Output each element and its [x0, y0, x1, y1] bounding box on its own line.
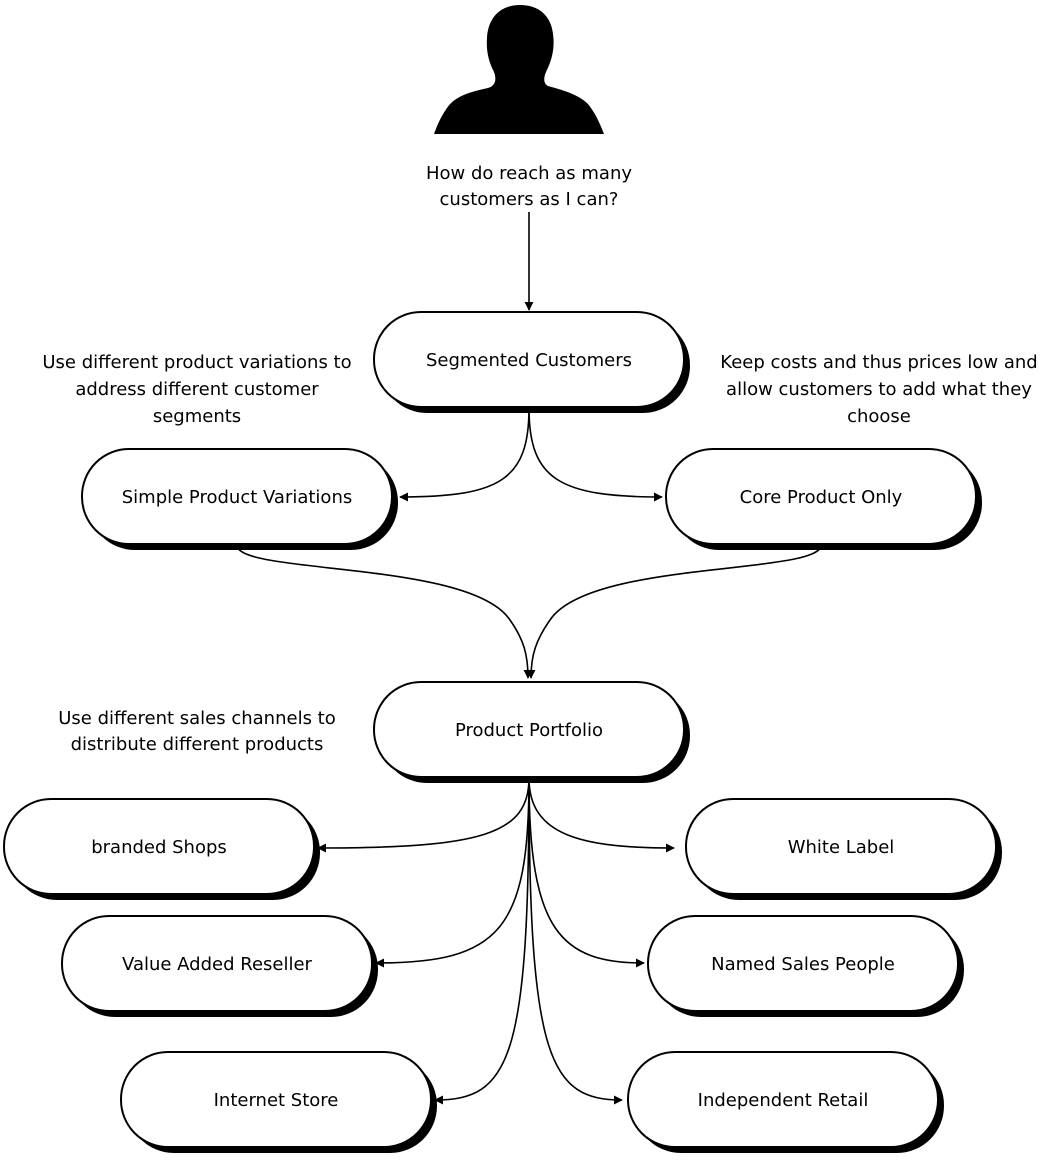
node-core-product-only-label: Core Product Only [740, 487, 903, 508]
connector-portfolio-to-value-added-reseller [375, 777, 530, 968]
node-branded-shops-label: branded Shops [91, 837, 227, 858]
connector-portfolio-to-internet-store [434, 777, 530, 1105]
node-value-added-reseller: Value Added Reseller [61, 915, 378, 1017]
node-named-sales-people: Named Sales People [647, 915, 964, 1017]
node-internet-store-label: Internet Store [214, 1090, 339, 1111]
node-internet-store: Internet Store [120, 1051, 437, 1153]
node-named-sales-people-label: Named Sales People [711, 954, 895, 975]
costs-note-line-1: Keep costs and thus prices low and [720, 352, 1037, 373]
connector-core-to-portfolio [526, 544, 822, 679]
node-segmented-customers-label: Segmented Customers [426, 350, 632, 371]
connector-simple-to-portfolio [236, 544, 533, 679]
node-simple-product-variations: Simple Product Variations [81, 448, 398, 550]
node-branded-shops: branded Shops [3, 798, 320, 900]
question-line-2: customers as I can? [440, 189, 619, 210]
costs-note-line-3: choose [847, 406, 911, 427]
node-simple-product-variations-label: Simple Product Variations [122, 487, 352, 508]
channels-note-line-2: distribute different products [71, 734, 324, 755]
connector-segmented-to-simple [399, 407, 530, 502]
node-segmented-customers: Segmented Customers [373, 311, 690, 413]
person-silhouette-icon [434, 5, 604, 134]
node-value-added-reseller-label: Value Added Reseller [122, 954, 313, 975]
variations-note-line-3: segments [153, 406, 241, 427]
node-independent-retail-label: Independent Retail [698, 1090, 869, 1111]
node-core-product-only: Core Product Only [665, 448, 982, 550]
connector-portfolio-to-named-sales-people [528, 777, 645, 968]
node-white-label: White Label [685, 798, 1002, 900]
node-product-portfolio-label: Product Portfolio [455, 720, 603, 741]
channels-note-line-1: Use different sales channels to [58, 708, 336, 729]
connector-portfolio-to-white-label [528, 777, 675, 853]
connector-portfolio-to-branded-shops [317, 777, 530, 853]
variations-note-line-1: Use different product variations to [42, 352, 351, 373]
node-white-label-label: White Label [788, 837, 895, 858]
variations-note-line-2: address different customer [75, 379, 319, 400]
node-product-portfolio: Product Portfolio [373, 681, 690, 783]
question-line-1: How do reach as many [426, 163, 632, 184]
connector-portfolio-to-independent-retail [528, 777, 623, 1105]
connector-segmented-to-core [528, 407, 663, 502]
node-independent-retail: Independent Retail [627, 1051, 944, 1153]
costs-note-line-2: allow customers to add what they [726, 379, 1032, 400]
